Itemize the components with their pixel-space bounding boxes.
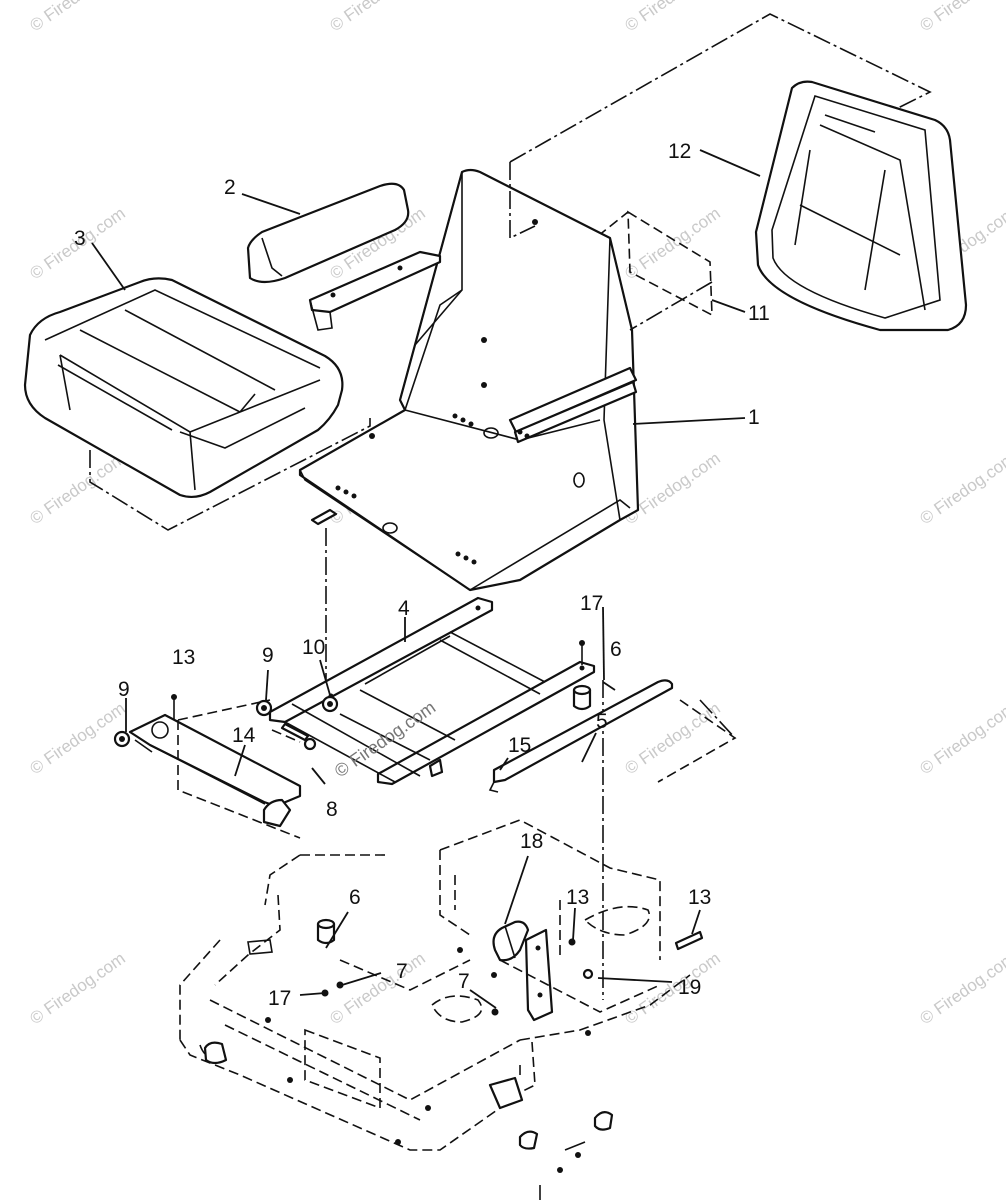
seat-frame xyxy=(298,168,640,592)
watermark-text: © Firedog.com xyxy=(916,449,1006,529)
callout-1: 1 xyxy=(748,406,760,429)
seat-cushion xyxy=(23,277,344,499)
callout-18: 18 xyxy=(520,830,543,853)
watermark-text: © Firedog.com xyxy=(26,0,128,35)
callout-6: 6 xyxy=(349,886,361,909)
callout-3: 3 xyxy=(74,227,86,250)
callout-2: 2 xyxy=(224,176,236,199)
watermark-text: © Firedog.com xyxy=(916,699,1006,779)
callout-17: 17 xyxy=(268,987,291,1010)
callout-14: 14 xyxy=(232,724,256,747)
callout-5: 5 xyxy=(596,710,608,733)
hardware-fasteners xyxy=(113,640,704,1016)
callout-12: 12 xyxy=(668,140,691,163)
watermark-text: © Firedog.com xyxy=(621,0,723,35)
leader-lines xyxy=(91,149,761,1009)
callout-11: 11 xyxy=(748,302,770,325)
alignment-lines xyxy=(89,13,932,1075)
callout-17: 17 xyxy=(580,592,603,615)
lower-chassis xyxy=(179,819,691,1200)
watermark-text: © Firedog.com xyxy=(621,699,723,779)
clevis-pin xyxy=(271,722,317,751)
armrest xyxy=(246,182,442,331)
callout-10: 10 xyxy=(302,636,325,659)
adjust-bar xyxy=(488,679,737,793)
callout-4: 4 xyxy=(398,597,410,620)
watermark-text: © Firedog.com xyxy=(26,699,128,779)
watermark-text: © Firedog.com xyxy=(621,949,723,1029)
callout-13: 13 xyxy=(566,886,589,909)
watermark-text: © Firedog.com xyxy=(26,449,128,529)
backrest-pad xyxy=(597,210,713,317)
callout-labels: 1 2 3 4 5 6 6 7 7 8 9 9 10 11 12 13 13 1… xyxy=(74,140,770,1010)
callout-9: 9 xyxy=(118,678,130,701)
callout-6: 6 xyxy=(610,638,622,661)
latch-lever xyxy=(492,920,530,962)
callout-8: 8 xyxy=(326,798,338,821)
callout-15: 15 xyxy=(508,734,531,757)
watermark-text: © Firedog.com xyxy=(916,0,1006,35)
watermark-text: © Firedog.com xyxy=(326,0,428,35)
callout-7: 7 xyxy=(396,960,408,983)
mounting-plate xyxy=(524,928,554,1022)
seat-rails xyxy=(268,596,596,786)
watermark-text: © Firedog.com xyxy=(621,204,723,284)
slide-bracket xyxy=(128,699,302,839)
watermark-text: © Firedog.com xyxy=(916,949,1006,1029)
callout-13: 13 xyxy=(688,886,711,909)
seat-back-cushion xyxy=(754,80,968,332)
watermark-text: © Firedog.com xyxy=(26,949,128,1029)
watermark-inline: © Firedog.com xyxy=(331,697,439,781)
callout-9: 9 xyxy=(262,644,274,667)
callout-7: 7 xyxy=(458,970,470,993)
callout-13: 13 xyxy=(172,646,195,669)
callout-19: 19 xyxy=(678,976,701,999)
